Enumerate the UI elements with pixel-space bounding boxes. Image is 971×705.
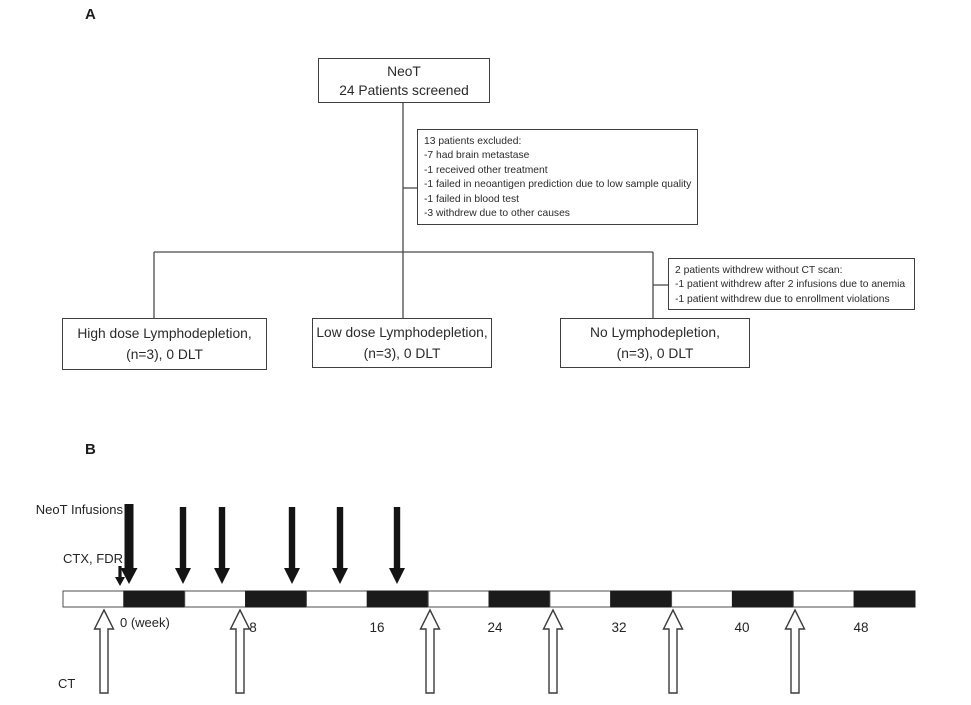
week-label: 48	[853, 620, 869, 635]
timeline-segment-black	[610, 590, 673, 608]
neot-infusion-arrow	[175, 507, 191, 584]
panel-a-label: A	[85, 6, 96, 23]
excluded-box: 13 patients excluded: -7 had brain metas…	[417, 129, 698, 225]
timeline-segment-black	[366, 590, 429, 608]
timeline-segment-white	[427, 590, 490, 608]
excluded-box-item: -1 failed in blood test	[424, 193, 520, 205]
ct-scan-arrow	[662, 608, 684, 694]
ct-scan-arrow	[93, 608, 115, 694]
excluded-box-item: -1 received other treatment	[424, 164, 548, 176]
neot-infusion-arrow	[214, 507, 230, 584]
timeline-segment-black	[488, 590, 551, 608]
week-zero-label: 0 (week)	[120, 615, 170, 630]
arm-box-high-dose: High dose Lymphodepletion, (n=3), 0 DLT	[62, 318, 267, 370]
withdrew-box-item: -1 patient withdrew after 2 infusions du…	[675, 279, 906, 291]
timeline-segment-white	[792, 590, 855, 608]
neot-infusion-arrow	[284, 507, 300, 584]
arm-high-line2: (n=3), 0 DLT	[126, 347, 203, 362]
excluded-box-title: 13 patients excluded:	[424, 136, 522, 147]
neot-infusion-arrow	[120, 504, 138, 584]
arm-high-line1: High dose Lymphodepletion,	[77, 326, 252, 341]
arm-no-line1: No Lymphodepletion,	[590, 325, 720, 340]
week-label: 40	[734, 620, 750, 635]
arm-box-no-lymphodepletion: No Lymphodepletion, (n=3), 0 DLT	[560, 318, 750, 368]
timeline-segment-black	[245, 590, 307, 608]
neot-infusion-arrow	[389, 507, 405, 584]
arm-low-line2: (n=3), 0 DLT	[363, 346, 441, 361]
arm-low-line1: Low dose Lymphodepletion,	[316, 325, 488, 340]
screened-box-line2: 24 Patients screened	[339, 82, 469, 98]
ct-scan-arrow	[542, 608, 564, 694]
screened-box: NeoT 24 Patients screened	[318, 58, 490, 103]
ctx-fdr-label: CTX, FDR	[63, 551, 123, 566]
ct-label: CT	[58, 676, 76, 691]
withdrew-box: 2 patients withdrew without CT scan: -1 …	[668, 258, 915, 310]
week-label: 8	[249, 620, 257, 635]
timeline-segment-white	[549, 590, 612, 608]
panel-b-label: B	[85, 441, 96, 458]
withdrew-box-title: 2 patients withdrew without CT scan:	[675, 265, 843, 276]
timeline-segment-white	[305, 590, 368, 608]
excluded-box-item: -7 had brain metastase	[424, 150, 530, 162]
ct-scan-arrow	[784, 608, 806, 694]
ctx-fdr-arrow	[115, 566, 125, 586]
week-label: 16	[369, 620, 385, 635]
timeline-segment-white	[671, 590, 733, 608]
arm-no-line2: (n=3), 0 DLT	[616, 346, 694, 361]
week-label: 24	[487, 620, 503, 635]
timeline-segment-black	[123, 590, 186, 608]
screened-box-line1: NeoT	[387, 63, 421, 79]
timeline-segment-black	[853, 590, 916, 608]
arm-box-low-dose: Low dose Lymphodepletion, (n=3), 0 DLT	[312, 318, 492, 368]
withdrew-box-item: -1 patient withdrew due to enrollment vi…	[675, 293, 890, 305]
timeline-segment-black	[731, 590, 794, 608]
ct-scan-arrow	[419, 608, 441, 694]
timeline-segment-white	[62, 590, 125, 608]
excluded-box-item: -1 failed in neoantigen prediction due t…	[424, 179, 692, 191]
neot-infusion-arrow	[332, 507, 348, 584]
timeline-segment-white	[184, 590, 247, 608]
ct-scan-arrow	[229, 608, 251, 694]
neot-infusions-label: NeoT Infusions	[35, 502, 123, 517]
excluded-box-item: -3 withdrew due to other causes	[424, 208, 570, 220]
week-label: 32	[611, 620, 627, 635]
